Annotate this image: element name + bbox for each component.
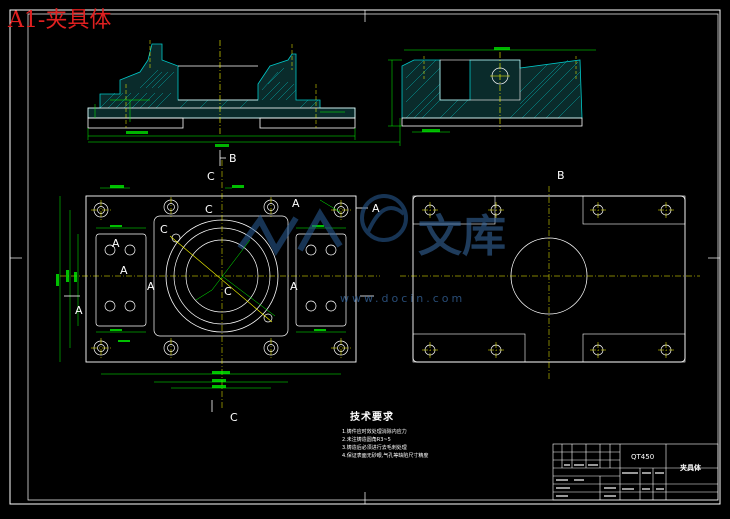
section-label-c-top: C: [207, 170, 215, 183]
section-label-b-right: B: [557, 169, 565, 182]
tech-requirement-item: 3.铸造后必须进行去毛刺处理: [342, 445, 407, 451]
inner-border: [27, 13, 719, 501]
side-view: [388, 47, 596, 133]
section-label-c-upper2: C: [205, 203, 213, 216]
tech-requirement-item: 4.保证表面无砂眼,气孔等缺陷尺寸精度: [342, 453, 429, 459]
front-view: [87, 40, 401, 147]
section-label-a-right: A: [372, 202, 380, 215]
title-block-material: QT450: [631, 453, 655, 461]
tech-requirements-title: 技术要求: [350, 412, 394, 423]
watermark-logo: [237, 194, 408, 256]
section-label-a-left: A: [75, 304, 83, 317]
drawing-title: A1-夹具体: [8, 8, 112, 33]
section-label-b-top: B: [229, 152, 237, 165]
title-block-part-name: 夹具体: [680, 464, 701, 472]
section-label-c-bottom: C: [230, 411, 238, 424]
section-label-c-upper: C: [160, 223, 168, 236]
title-block-lines: [552, 443, 719, 501]
section-label-c-center: C: [224, 285, 232, 298]
section-b-view: [400, 186, 700, 380]
watermark-brand: 文库: [418, 211, 506, 262]
tech-requirement-item: 2.未注铸造圆角R3~5: [342, 437, 391, 443]
section-label-a-upper-right: A: [292, 197, 300, 210]
section-label-a-inner-3: A: [147, 280, 155, 293]
watermark-url: www.docin.com: [340, 292, 466, 305]
plan-view: [56, 160, 380, 410]
tech-requirement-item: 1.铸件应时效处理消除内应力: [342, 429, 407, 435]
section-label-a-inner-2: A: [120, 264, 128, 277]
section-label-a-inner-4: A: [290, 280, 298, 293]
section-label-a-inner-1: A: [112, 237, 120, 250]
